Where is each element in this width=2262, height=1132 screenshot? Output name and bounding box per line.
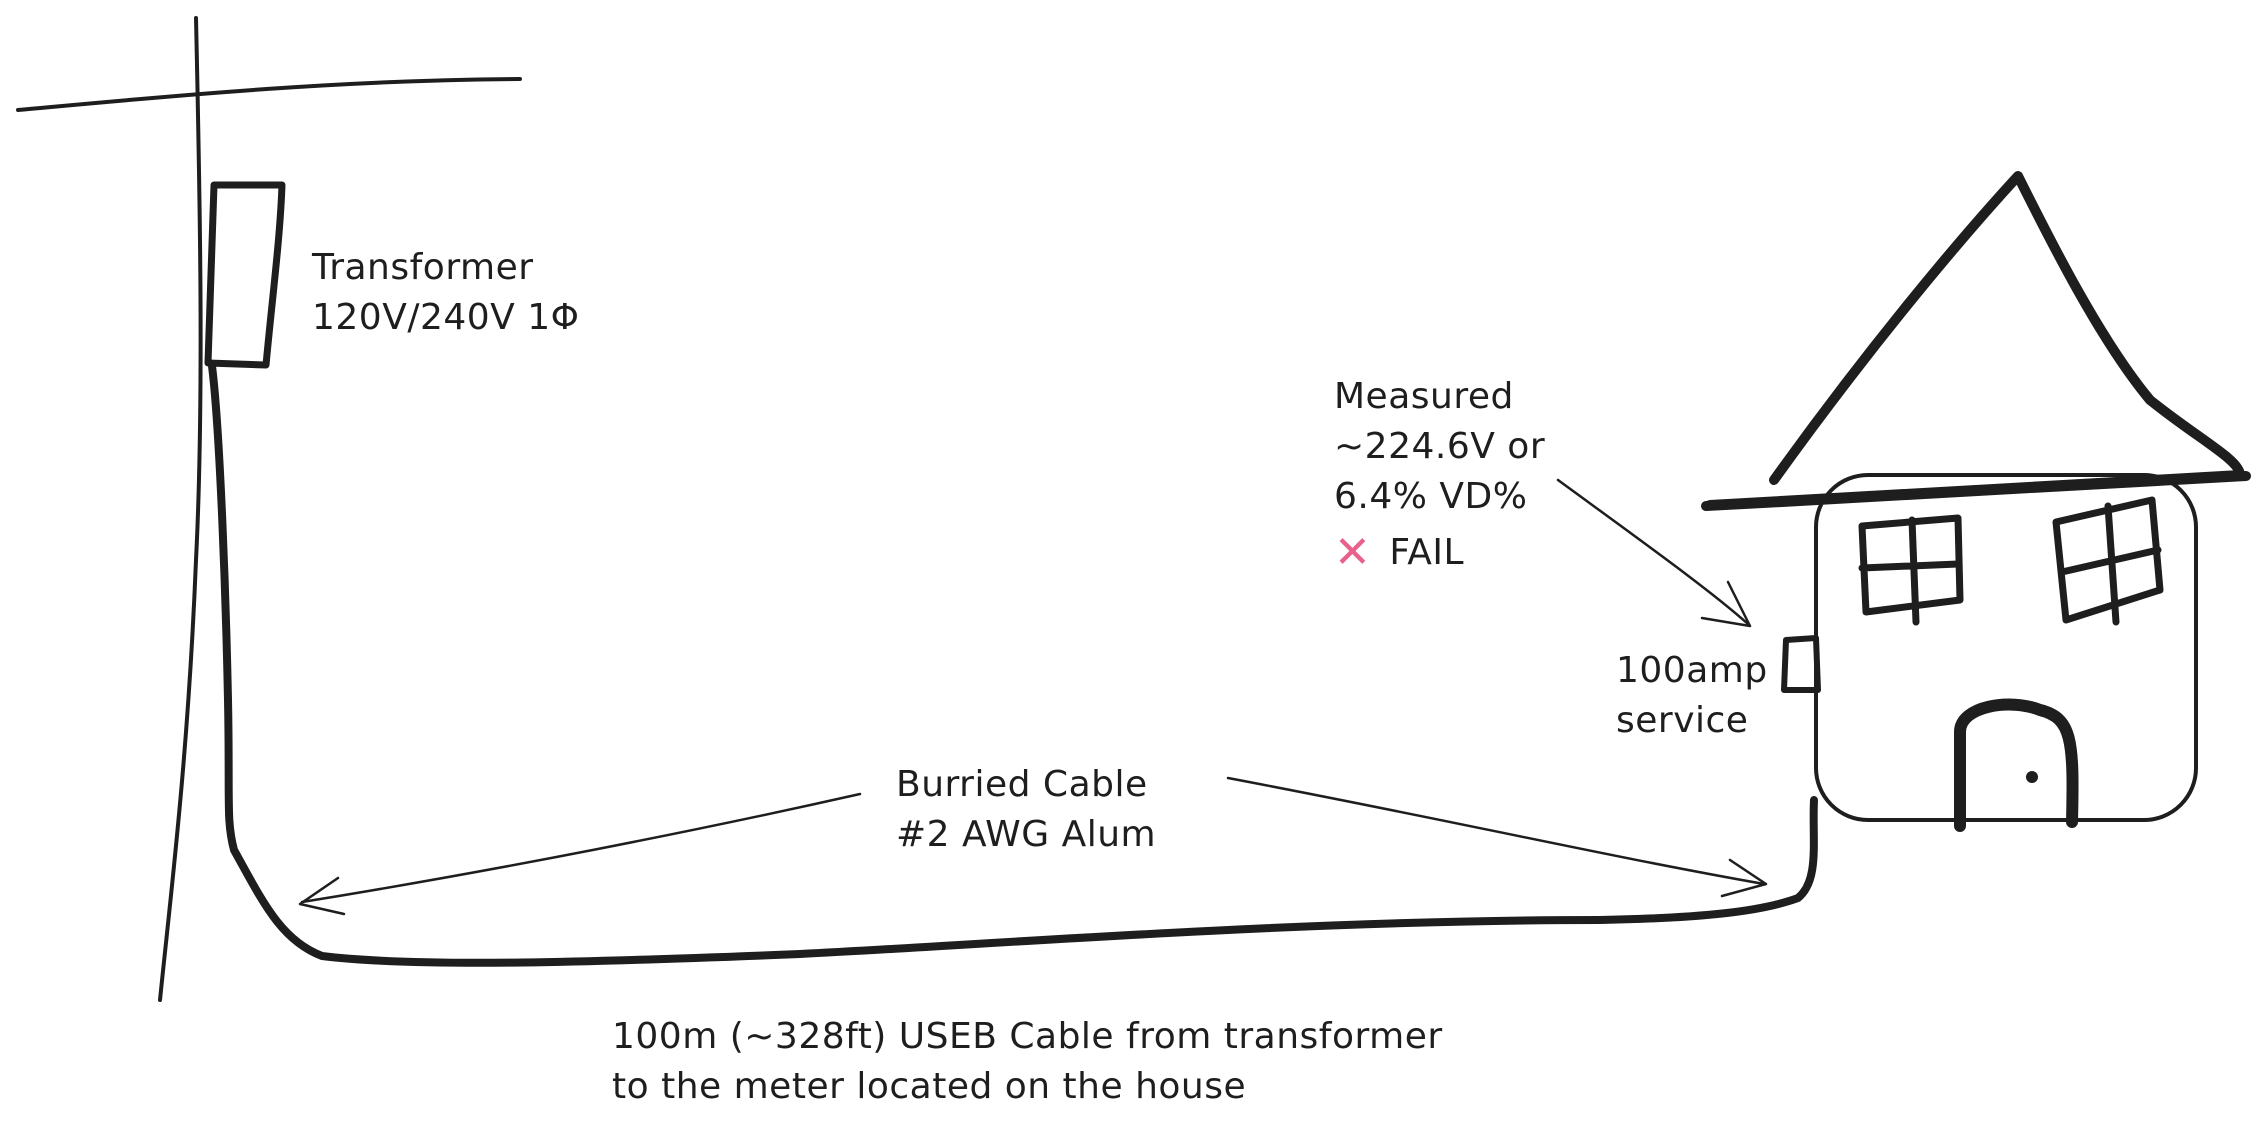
measured-label: Measured ~224.6V or 6.4% VD% ✕ FAIL (1334, 372, 1545, 578)
cable-arrow-right (1226, 776, 1768, 898)
caption-line-1: 100m (~328ft) USEB Cable from transforme… (612, 1016, 1443, 1057)
cable-arrow-left (298, 792, 862, 916)
door-knob (2026, 771, 2038, 783)
cable-gauge: #2 AWG Alum (896, 814, 1157, 855)
measured-voltage: ~224.6V or (1334, 426, 1546, 467)
left-window (1858, 514, 1964, 626)
fail-status: ✕ FAIL (1334, 528, 1545, 578)
cable-caption: 100m (~328ft) USEB Cable from transforme… (612, 1012, 1443, 1112)
transformer-name: Transformer (312, 247, 534, 288)
service-word: service (1616, 700, 1749, 741)
meter-box (1781, 635, 1821, 693)
transformer-box (204, 181, 286, 369)
service-amperage: 100amp (1616, 650, 1768, 691)
roof-eave (1701, 471, 2251, 511)
right-window (2052, 496, 2164, 626)
measured-title: Measured (1334, 376, 1514, 417)
caption-line-2: to the meter located on the house (612, 1066, 1247, 1107)
transformer-rating: 120V/240V 1Φ (312, 297, 580, 338)
measured-arrow (1556, 478, 1752, 628)
fail-text: FAIL (1389, 532, 1465, 573)
cross-mark-icon: ✕ (1334, 527, 1372, 578)
service-label: 100amp service (1616, 646, 1768, 746)
cable-label: Burried Cable #2 AWG Alum (896, 760, 1156, 860)
buried-cable-line (208, 362, 1818, 967)
transformer-label: Transformer 120V/240V 1Φ (312, 243, 580, 343)
house-door (1954, 698, 2079, 832)
house (1701, 171, 2251, 832)
pole-crossarm (16, 77, 522, 112)
cable-type: Burried Cable (896, 764, 1148, 805)
house-roof (1705, 171, 2245, 510)
measured-voltage-drop: 6.4% VD% (1334, 476, 1528, 517)
utility-pole (16, 16, 522, 1002)
pole-vertical (158, 16, 203, 1002)
